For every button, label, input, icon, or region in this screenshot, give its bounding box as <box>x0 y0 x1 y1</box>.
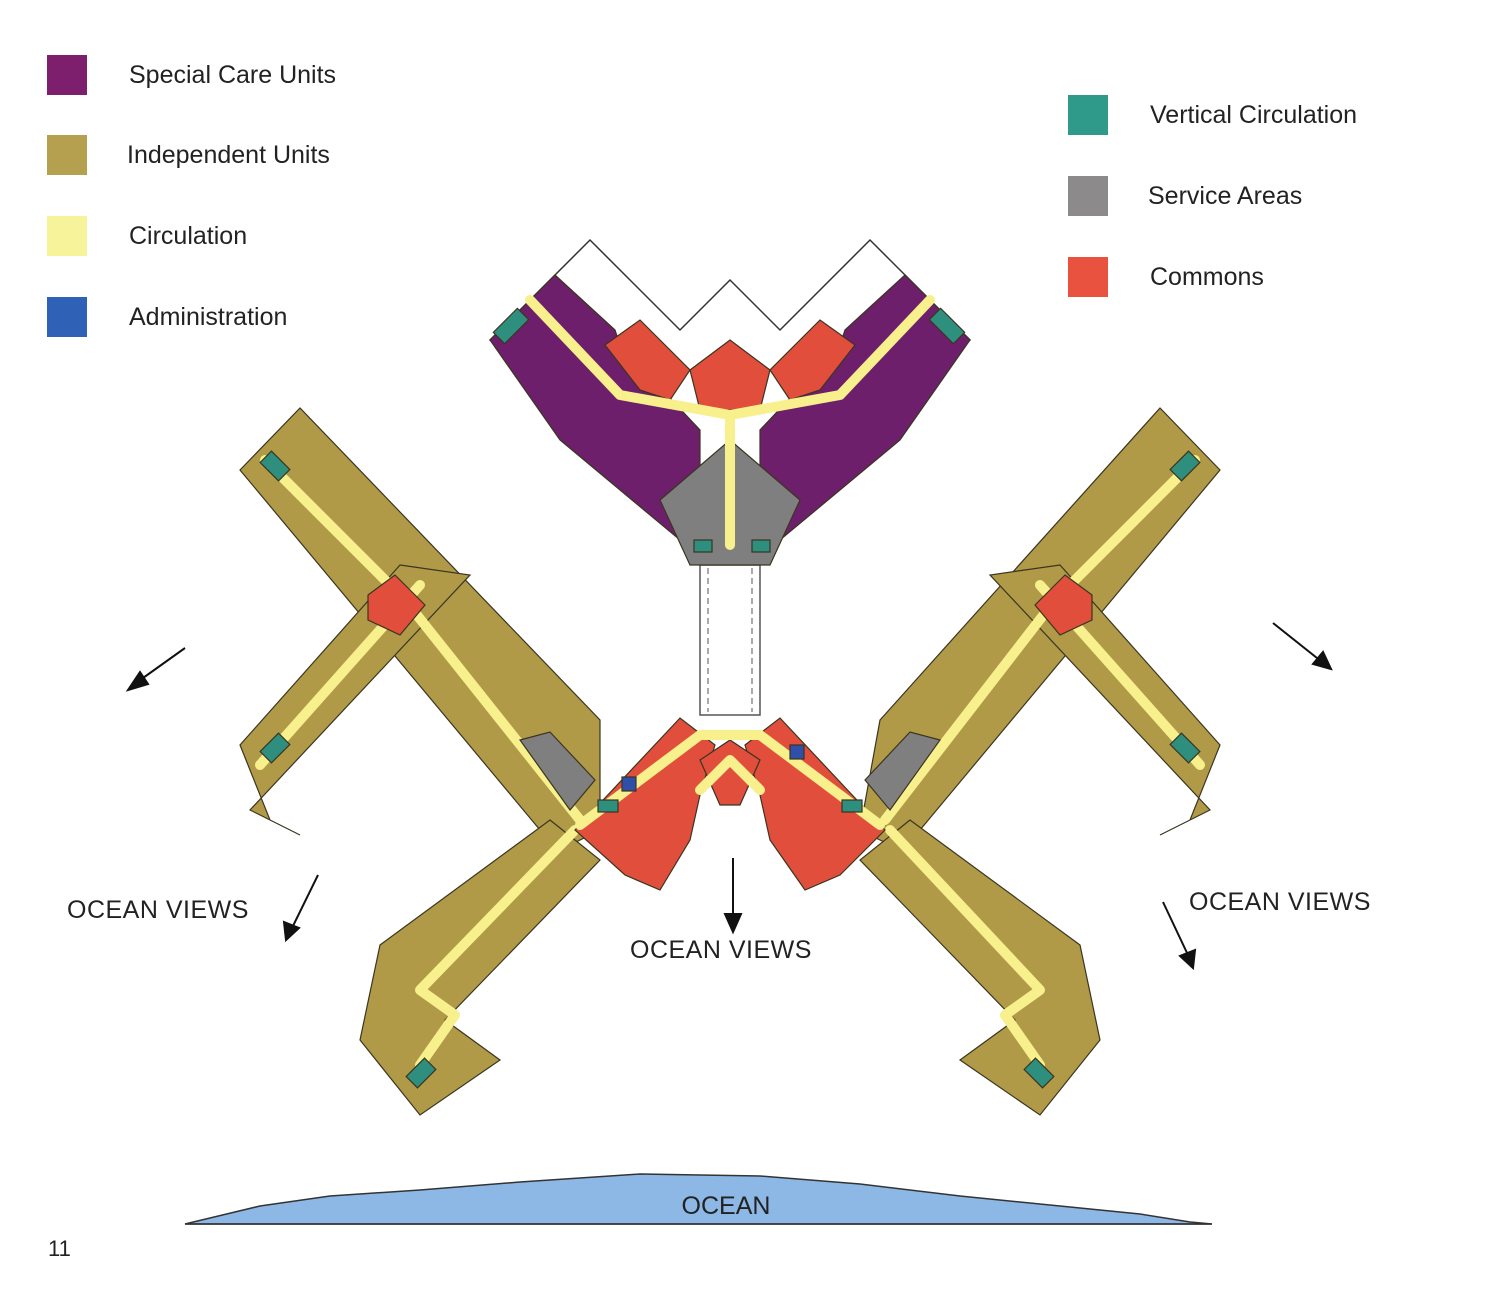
legend-item-administration: Administration <box>47 297 287 337</box>
ocean-label: OCEAN <box>682 1192 771 1220</box>
left-wing-stair-3 <box>405 1057 437 1089</box>
central-admin-left <box>621 776 637 792</box>
legend-item-commons: Commons <box>1068 257 1264 297</box>
arrow-right-head <box>1178 948 1197 971</box>
legend-swatch-commons <box>1068 257 1108 297</box>
legend-item-special-care: Special Care Units <box>47 55 336 95</box>
central-corridor-inner <box>695 755 765 795</box>
legend-label-commons: Commons <box>1150 262 1264 291</box>
right-wing-se-arm <box>859 819 1101 1116</box>
arrow-far-right <box>1272 622 1323 663</box>
legend-item-circulation: Circulation <box>47 216 247 256</box>
special-care-stair-bottom-left <box>693 539 713 553</box>
arrow-right <box>1162 901 1189 956</box>
right-wing-stair-1 <box>1169 450 1201 482</box>
left-wing-stair-1 <box>259 450 291 482</box>
left-wing-service <box>519 731 596 811</box>
right-wing-commons <box>1034 574 1093 636</box>
central-corridor <box>575 730 885 830</box>
central-stair-right <box>841 799 863 813</box>
central-stair-left <box>597 799 619 813</box>
left-wing <box>239 407 601 1116</box>
left-wing-corridor-c <box>415 825 580 1070</box>
page-number: 11 <box>48 1236 71 1261</box>
arrow-far-right-head <box>1311 650 1333 671</box>
left-wing-stair-2 <box>259 732 291 764</box>
special-care-stair-right <box>928 307 966 345</box>
special-care-stair-bottom-right <box>751 539 771 553</box>
legend-swatch-circulation <box>47 216 87 256</box>
special-care-commons-right <box>769 319 856 401</box>
legend-label-circulation: Circulation <box>129 221 248 250</box>
special-care-units-left <box>489 274 701 541</box>
special-care-stair-left <box>492 307 530 345</box>
special-care-wing <box>488 238 972 566</box>
ocean-shape <box>184 1173 1213 1225</box>
right-wing-service <box>864 731 941 811</box>
legend-label-independent: Independent Units <box>127 140 330 169</box>
view-arrows <box>125 622 1333 971</box>
legend-swatch-service-areas <box>1068 176 1108 216</box>
legend-item-independent: Independent Units <box>47 135 330 175</box>
legend-item-service-areas: Service Areas <box>1068 176 1302 216</box>
right-wing-nw-arm <box>988 564 1221 836</box>
arrow-left <box>291 874 319 929</box>
legend-label-vertical-circulation: Vertical Circulation <box>1150 100 1358 129</box>
central-commons-block-left <box>574 717 716 891</box>
legend-swatch-independent <box>47 135 87 175</box>
legend-label-service-areas: Service Areas <box>1148 181 1303 210</box>
connector-bridge <box>699 564 761 716</box>
special-care-commons-center <box>689 339 771 411</box>
right-wing-stair-2 <box>1169 732 1201 764</box>
arrow-far-left-head <box>125 670 150 692</box>
legend-swatch-vertical-circulation <box>1068 95 1108 135</box>
special-care-corridor-right <box>725 295 935 420</box>
legend-swatch-special-care <box>47 55 87 95</box>
right-wing-stair-3 <box>1023 1057 1055 1089</box>
special-care-commons-left <box>604 319 691 401</box>
left-wing-commons <box>367 574 426 636</box>
ocean-views-label-center: OCEAN VIEWS <box>630 936 812 964</box>
legend-swatch-administration <box>47 297 87 337</box>
legend-label-administration: Administration <box>129 302 288 331</box>
right-wing-corridor-c <box>885 825 1045 1070</box>
legend-item-vertical-circulation: Vertical Circulation <box>1068 95 1357 135</box>
ocean-views-label-right: OCEAN VIEWS <box>1189 888 1371 916</box>
arrow-left-head <box>282 920 301 943</box>
central-commons-block-right <box>744 717 886 891</box>
connector-bridge-outline <box>699 564 761 716</box>
left-wing-ne-arm <box>239 564 472 836</box>
special-care-corridor-left <box>525 295 735 420</box>
central-commons <box>574 717 886 891</box>
legend-label-special-care: Special Care Units <box>129 60 337 89</box>
right-wing <box>859 407 1221 1116</box>
central-admin-right <box>789 744 805 760</box>
ocean-views-label-left: OCEAN VIEWS <box>67 896 249 924</box>
arrow-center-head <box>723 913 743 935</box>
special-care-units-right <box>759 274 971 541</box>
left-wing-sw-arm <box>359 819 601 1116</box>
